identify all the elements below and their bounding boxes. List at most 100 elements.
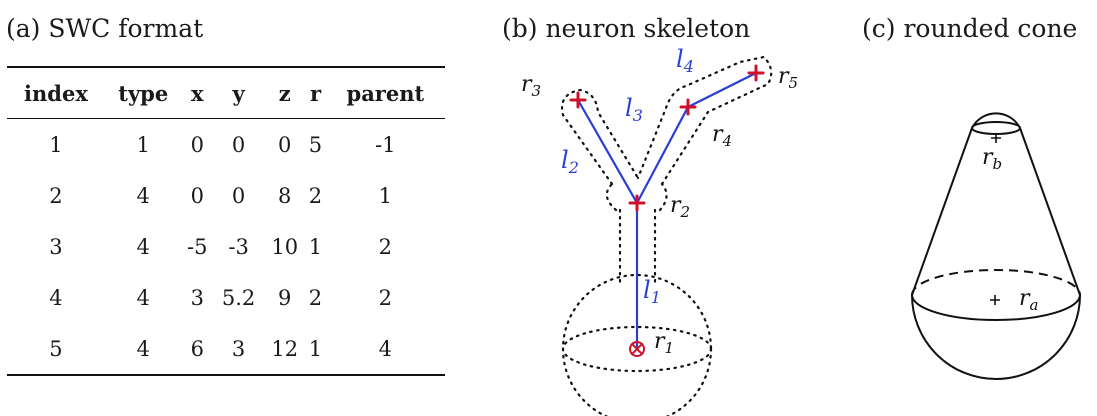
label-l3: l3 xyxy=(625,94,643,125)
label-r5-base: r xyxy=(778,64,790,89)
cell-y: -3 xyxy=(228,234,249,259)
cell-parent: -1 xyxy=(375,132,396,157)
rounded-cone xyxy=(911,112,1081,380)
label-r1-base: r xyxy=(654,329,666,354)
cell-type: 1 xyxy=(136,132,150,157)
cell-y: 5.2 xyxy=(221,285,256,310)
cell-y: 0 xyxy=(231,183,246,208)
cone-top-center-mark xyxy=(991,133,1001,143)
swc-header-row: index type x y z r parent xyxy=(7,67,445,119)
cell-index: 1 xyxy=(49,132,63,157)
node-markers xyxy=(569,64,765,357)
swc-table: index type x y z r parent 1 1 0 0 0 5 -1… xyxy=(7,66,445,376)
cell-z: 8 xyxy=(278,183,292,208)
label-r3: r3 xyxy=(521,72,541,100)
label-rb-base: r xyxy=(982,145,994,170)
label-rb-sub: b xyxy=(993,155,1003,173)
header-parent: parent xyxy=(346,80,425,106)
cell-r: 1 xyxy=(308,336,323,361)
label-l1: l1 xyxy=(643,276,661,307)
label-r3-base: r xyxy=(521,72,533,97)
header-y: y xyxy=(232,80,245,106)
segment-l2 xyxy=(577,99,638,204)
cell-index: 2 xyxy=(49,183,63,208)
cell-z: 10 xyxy=(271,234,299,259)
cell-parent: 2 xyxy=(378,234,393,259)
label-r4-sub: 4 xyxy=(722,132,733,150)
label-l2: l2 xyxy=(561,146,579,177)
table-row: 4 4 3 5.2 9 2 2 xyxy=(7,272,445,323)
cell-x: 0 xyxy=(190,183,204,208)
cell-x: 3 xyxy=(190,285,204,310)
cell-r: 5 xyxy=(308,132,323,157)
neuron-skeleton xyxy=(561,55,773,416)
cone-top-rim xyxy=(971,121,1021,135)
panel-a-caption: (a) SWC format xyxy=(6,14,204,43)
label-r4: r4 xyxy=(712,122,732,150)
skeleton-lines xyxy=(577,72,757,349)
label-r3-sub: 3 xyxy=(532,82,542,100)
label-r2: r2 xyxy=(670,193,690,221)
cell-type: 4 xyxy=(136,336,150,361)
label-r4-base: r xyxy=(712,122,724,147)
cone-top-cap xyxy=(971,112,1021,129)
cell-r: 1 xyxy=(308,234,323,259)
cell-y: 3 xyxy=(231,336,246,361)
label-l4: l4 xyxy=(676,45,694,76)
node5-marker xyxy=(747,64,765,82)
label-l4-sub: 4 xyxy=(683,57,694,76)
table-row: 2 4 0 0 8 2 1 xyxy=(7,170,445,221)
label-r1-sub: 1 xyxy=(665,339,675,357)
cell-type: 4 xyxy=(136,234,150,259)
header-type: type xyxy=(118,80,169,106)
label-l2-base: l xyxy=(561,146,569,174)
header-z: z xyxy=(278,80,291,106)
label-ra-base: r xyxy=(1019,286,1031,311)
cell-r: 2 xyxy=(308,183,323,208)
label-l3-base: l xyxy=(625,94,633,122)
label-l4-base: l xyxy=(676,45,684,73)
segment-l4 xyxy=(687,72,757,108)
cell-r: 2 xyxy=(308,285,323,310)
label-rb: rb xyxy=(982,145,1002,173)
table-row: 3 4 -5 -3 10 1 2 xyxy=(7,221,445,272)
cone-bottom-hemisphere xyxy=(911,294,1081,380)
cone-left-edge xyxy=(911,127,973,296)
header-x: x xyxy=(190,80,204,106)
cell-x: 6 xyxy=(190,336,204,361)
cell-x: -5 xyxy=(187,234,208,259)
label-r1: r1 xyxy=(654,329,674,357)
cone-right-edge xyxy=(1019,127,1081,296)
root-node-marker xyxy=(629,341,645,357)
label-l3-sub: 3 xyxy=(633,106,643,125)
label-l1-sub: 1 xyxy=(651,288,661,307)
cell-z: 9 xyxy=(278,285,292,310)
branch-l3-l4-outline xyxy=(636,55,773,186)
cell-index: 3 xyxy=(49,234,63,259)
cell-index: 4 xyxy=(49,285,63,310)
cone-base-center-mark xyxy=(990,295,1000,305)
cell-parent: 1 xyxy=(378,183,393,208)
panel-b-caption: (b) neuron skeleton xyxy=(502,14,751,43)
table-row: 5 4 6 3 12 1 4 xyxy=(7,323,445,375)
trunk-outline xyxy=(618,208,657,288)
cell-parent: 2 xyxy=(378,285,393,310)
label-r5: r5 xyxy=(778,64,798,92)
cell-parent: 4 xyxy=(378,336,393,361)
cone-base-rim-front xyxy=(911,294,1081,321)
soma-equator xyxy=(561,325,713,373)
node3-marker xyxy=(569,91,587,109)
cell-y: 0 xyxy=(231,132,246,157)
cell-type: 4 xyxy=(136,285,150,310)
panel-c-caption: (c) rounded cone xyxy=(862,14,1078,43)
node2-marker xyxy=(628,194,646,212)
cell-z: 0 xyxy=(278,132,292,157)
header-r: r xyxy=(309,80,322,106)
node2-envelope xyxy=(605,182,668,212)
table-row: 1 1 0 0 0 5 -1 xyxy=(7,119,445,171)
cone-base-rim-back xyxy=(911,269,1081,296)
label-ra: ra xyxy=(1019,286,1038,314)
label-ra-sub: a xyxy=(1030,296,1039,314)
label-r2-sub: 2 xyxy=(680,203,691,221)
